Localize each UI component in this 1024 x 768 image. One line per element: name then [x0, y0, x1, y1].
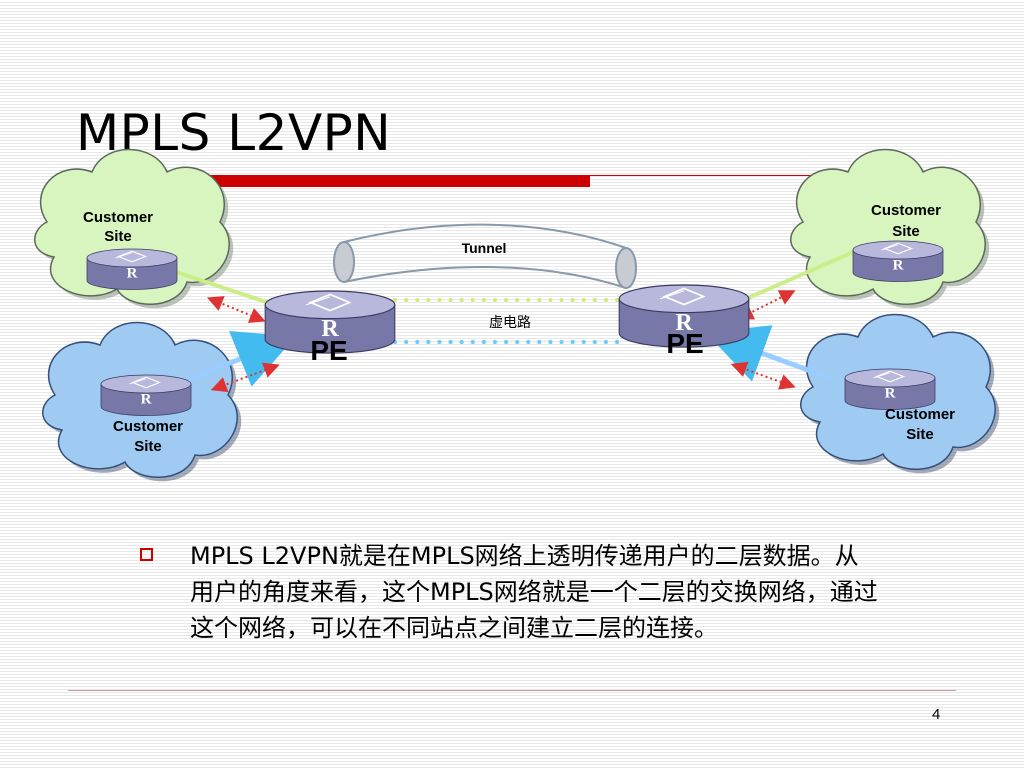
title-underline-thin — [590, 175, 960, 176]
router-label: R — [675, 310, 693, 336]
router-icon: R — [86, 248, 178, 291]
site-label-bottom-left-line2: Site — [134, 438, 162, 455]
site-label-bottom-right-line2: Site — [906, 426, 934, 443]
site-label-bottom-right-line1: Customer — [885, 406, 955, 423]
site-label-top-left-line1: Customer — [83, 209, 153, 226]
site-label-top-left-line2: Site — [104, 228, 132, 245]
pe-router-left: R — [264, 290, 396, 354]
router-label: R — [127, 266, 138, 282]
pe-label-left: PE — [310, 335, 347, 366]
link-bottom-right — [705, 325, 831, 382]
tunnel-label: Tunnel — [462, 240, 507, 256]
router-icon: R — [100, 374, 192, 417]
router-icon: R — [852, 240, 944, 283]
red-arrow-top-left — [206, 296, 266, 323]
pe-router-right: R — [618, 284, 750, 348]
router-icon: R — [844, 368, 936, 411]
router-label: R — [321, 316, 339, 342]
virtual-circuit-label: 虚电路 — [489, 315, 531, 331]
mpls-l2vpn-diagram: R R R R R R Customer Site Customer Site … — [33, 148, 1000, 482]
red-arrow-top-right — [737, 290, 796, 320]
page-number: 4 — [932, 706, 941, 723]
cloud-site-top-right — [789, 148, 990, 309]
bullet-text: MPLS L2VPN就是在MPLS网络上透明传递用户的二层数据。从用户的角度来看… — [190, 542, 878, 642]
router-label: R — [893, 258, 904, 274]
footer-divider — [68, 690, 956, 691]
bullet-square-icon — [140, 548, 153, 561]
pe-label-right: PE — [666, 328, 703, 359]
tunnel-pipe — [333, 223, 637, 289]
red-arrow-bottom-right — [730, 361, 796, 390]
site-label-top-right-line2: Site — [892, 223, 920, 240]
link-top-right — [747, 248, 859, 300]
router-label: R — [141, 392, 152, 408]
site-label-bottom-left-line1: Customer — [113, 418, 183, 435]
site-label-top-right-line1: Customer — [871, 202, 941, 219]
router-label: R — [885, 386, 896, 402]
